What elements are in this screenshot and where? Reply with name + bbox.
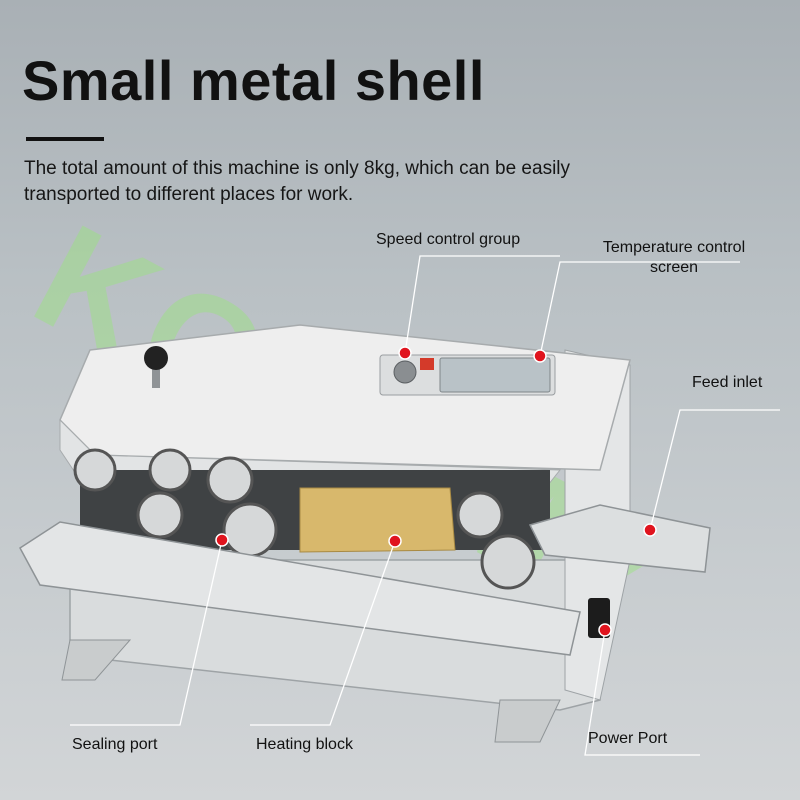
roller <box>148 448 192 492</box>
pressure-knob <box>144 346 168 370</box>
marker-feed <box>643 523 657 537</box>
speed-control-label: Speed control group <box>376 231 521 248</box>
top-cover <box>59 324 631 471</box>
callout-markers <box>215 346 657 637</box>
temperature-control-line1: Temperature control <box>602 239 746 256</box>
roller <box>222 502 278 558</box>
roller <box>73 448 117 492</box>
roller <box>136 491 184 539</box>
sealing-port-label: Sealing port <box>72 736 158 753</box>
left-foot <box>61 639 132 681</box>
roller <box>480 534 536 590</box>
marker-power <box>598 623 612 637</box>
knob-stem <box>152 362 160 388</box>
title-divider <box>26 137 104 141</box>
description-text: The total amount of this machine is only… <box>24 158 571 205</box>
marker-temperature <box>533 349 547 363</box>
roller <box>206 456 254 504</box>
conveyor-tray <box>19 521 581 656</box>
marker-speed <box>398 346 412 360</box>
power-port-label: Power Port <box>588 730 668 747</box>
page-title: Small metal shell <box>22 49 485 112</box>
temperature-control-label: Temperature control screen <box>584 238 764 278</box>
callout-lines <box>70 255 780 756</box>
feed-inlet-label: Feed inlet <box>692 374 763 391</box>
temperature-control-line2: screen <box>649 259 699 276</box>
temperature-display <box>439 357 551 393</box>
heating-block <box>299 487 456 553</box>
roller <box>456 491 504 539</box>
right-foot <box>494 699 561 743</box>
speed-knob <box>393 360 417 384</box>
marker-sealing <box>215 533 229 547</box>
marker-heating <box>388 534 402 548</box>
feed-inlet-tray <box>528 504 711 573</box>
red-switch <box>420 358 434 370</box>
heating-block-label: Heating block <box>256 736 353 753</box>
